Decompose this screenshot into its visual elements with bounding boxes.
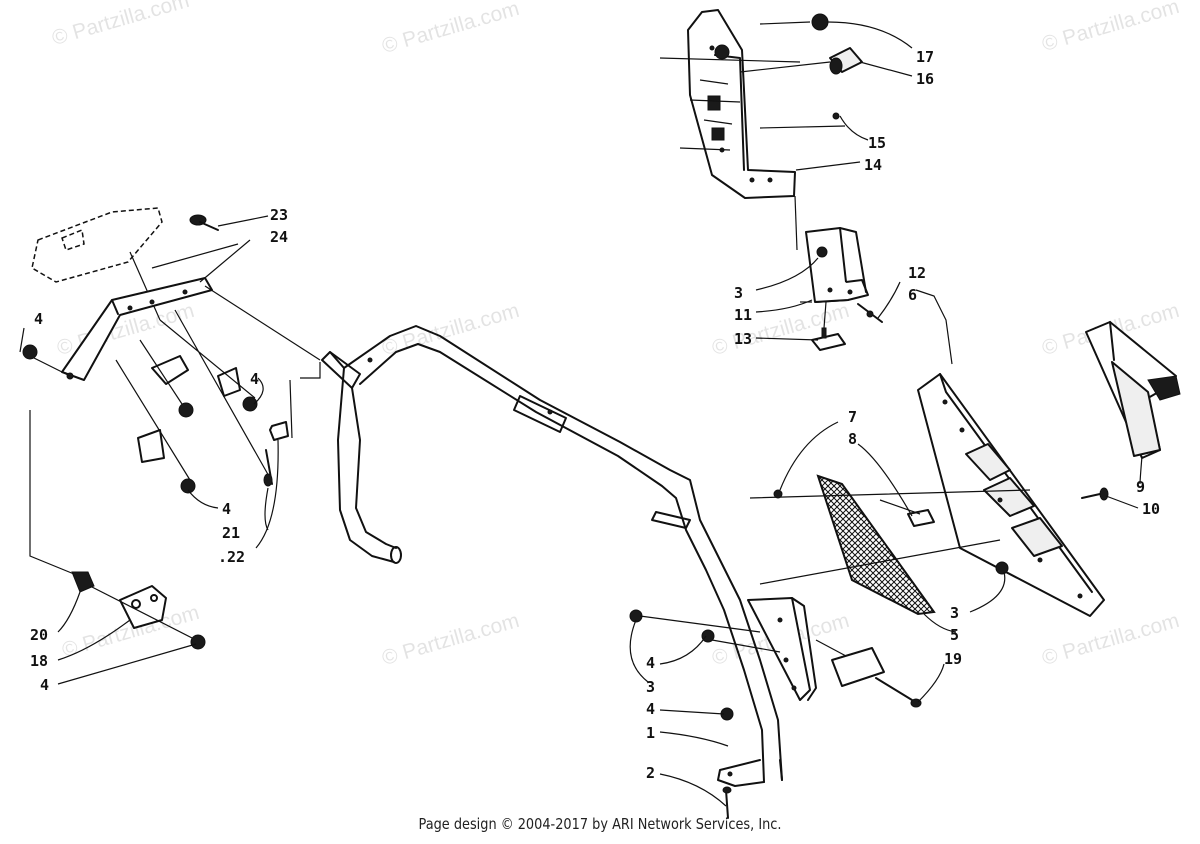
- bumper-tube: [321, 325, 783, 787]
- leader-lines: [19, 21, 1143, 807]
- callout-15: 15: [868, 134, 886, 152]
- callout-18: 18: [30, 652, 48, 670]
- callout-20: 20: [30, 626, 48, 644]
- screw-12: [857, 303, 883, 323]
- footer-copyright: Page design © 2004-2017 by ARI Network S…: [418, 815, 782, 833]
- callout-6: 6: [908, 286, 917, 304]
- callout-10: 10: [1142, 500, 1160, 518]
- callout-16: 16: [916, 70, 934, 88]
- callout-9: 9: [1136, 478, 1145, 496]
- callout-8: 8: [848, 430, 857, 448]
- fitting-20: [29, 410, 95, 593]
- callout-3-upper: 3: [734, 284, 743, 302]
- bolt-23: [129, 214, 239, 321]
- callout-4-bottom: 4: [646, 654, 655, 672]
- callout-3-bottom: 3: [646, 678, 655, 696]
- callout-11: 11: [734, 306, 752, 324]
- callout-13: 13: [734, 330, 752, 348]
- callout-4-left: 4: [34, 310, 43, 328]
- callout-22: .22: [218, 548, 245, 566]
- callout-21: 21: [222, 524, 240, 542]
- screw-7: [773, 489, 783, 499]
- bolt-21: [263, 449, 273, 487]
- nut-4-bottom-left: [190, 634, 206, 650]
- small-brackets-left: [115, 309, 271, 494]
- clip-8: [879, 499, 935, 527]
- bracket-14: [659, 9, 846, 199]
- clip-13: [811, 301, 846, 351]
- bracket-18: [89, 585, 197, 641]
- callout-5: 5: [950, 626, 959, 644]
- callout-4-bottom-2: 4: [646, 700, 655, 718]
- callout-14: 14: [864, 156, 882, 174]
- screw-15: [832, 112, 840, 120]
- callout-12: 12: [908, 264, 926, 282]
- callout-3-right: 3: [950, 604, 959, 622]
- bolt-2: [722, 786, 732, 819]
- cable-22: [269, 362, 321, 441]
- callout-7: 7: [848, 408, 857, 426]
- bracket-24: [29, 277, 321, 381]
- callout-17: 17: [916, 48, 934, 66]
- mesh-screen-5: [749, 474, 1031, 616]
- callout-19: 19: [944, 650, 962, 668]
- callout-1: 1: [646, 724, 655, 742]
- nut-3-right: [995, 561, 1009, 575]
- callout-4-bottom-left: 4: [40, 676, 49, 694]
- callout-2: 2: [646, 764, 655, 782]
- dashed-plate-outline: [31, 207, 163, 283]
- bracket-19: [815, 639, 922, 708]
- bracket-11: [800, 227, 869, 303]
- callout-4-lower: 4: [222, 500, 231, 518]
- callout-numbers: 17 16 15 14 3 11 13 12 6 23 24 4 4 4 21 …: [30, 48, 1160, 782]
- pad-9: [1085, 321, 1181, 459]
- side-plate-bracket: [747, 597, 817, 701]
- bolt-10: [1081, 487, 1109, 501]
- side-panel-6: [915, 289, 1105, 617]
- callout-4-mid: 4: [250, 370, 259, 388]
- nut-17: [759, 13, 829, 31]
- nut-4-left: [22, 344, 38, 360]
- callout-23: 23: [270, 206, 288, 224]
- callout-24: 24: [270, 228, 288, 246]
